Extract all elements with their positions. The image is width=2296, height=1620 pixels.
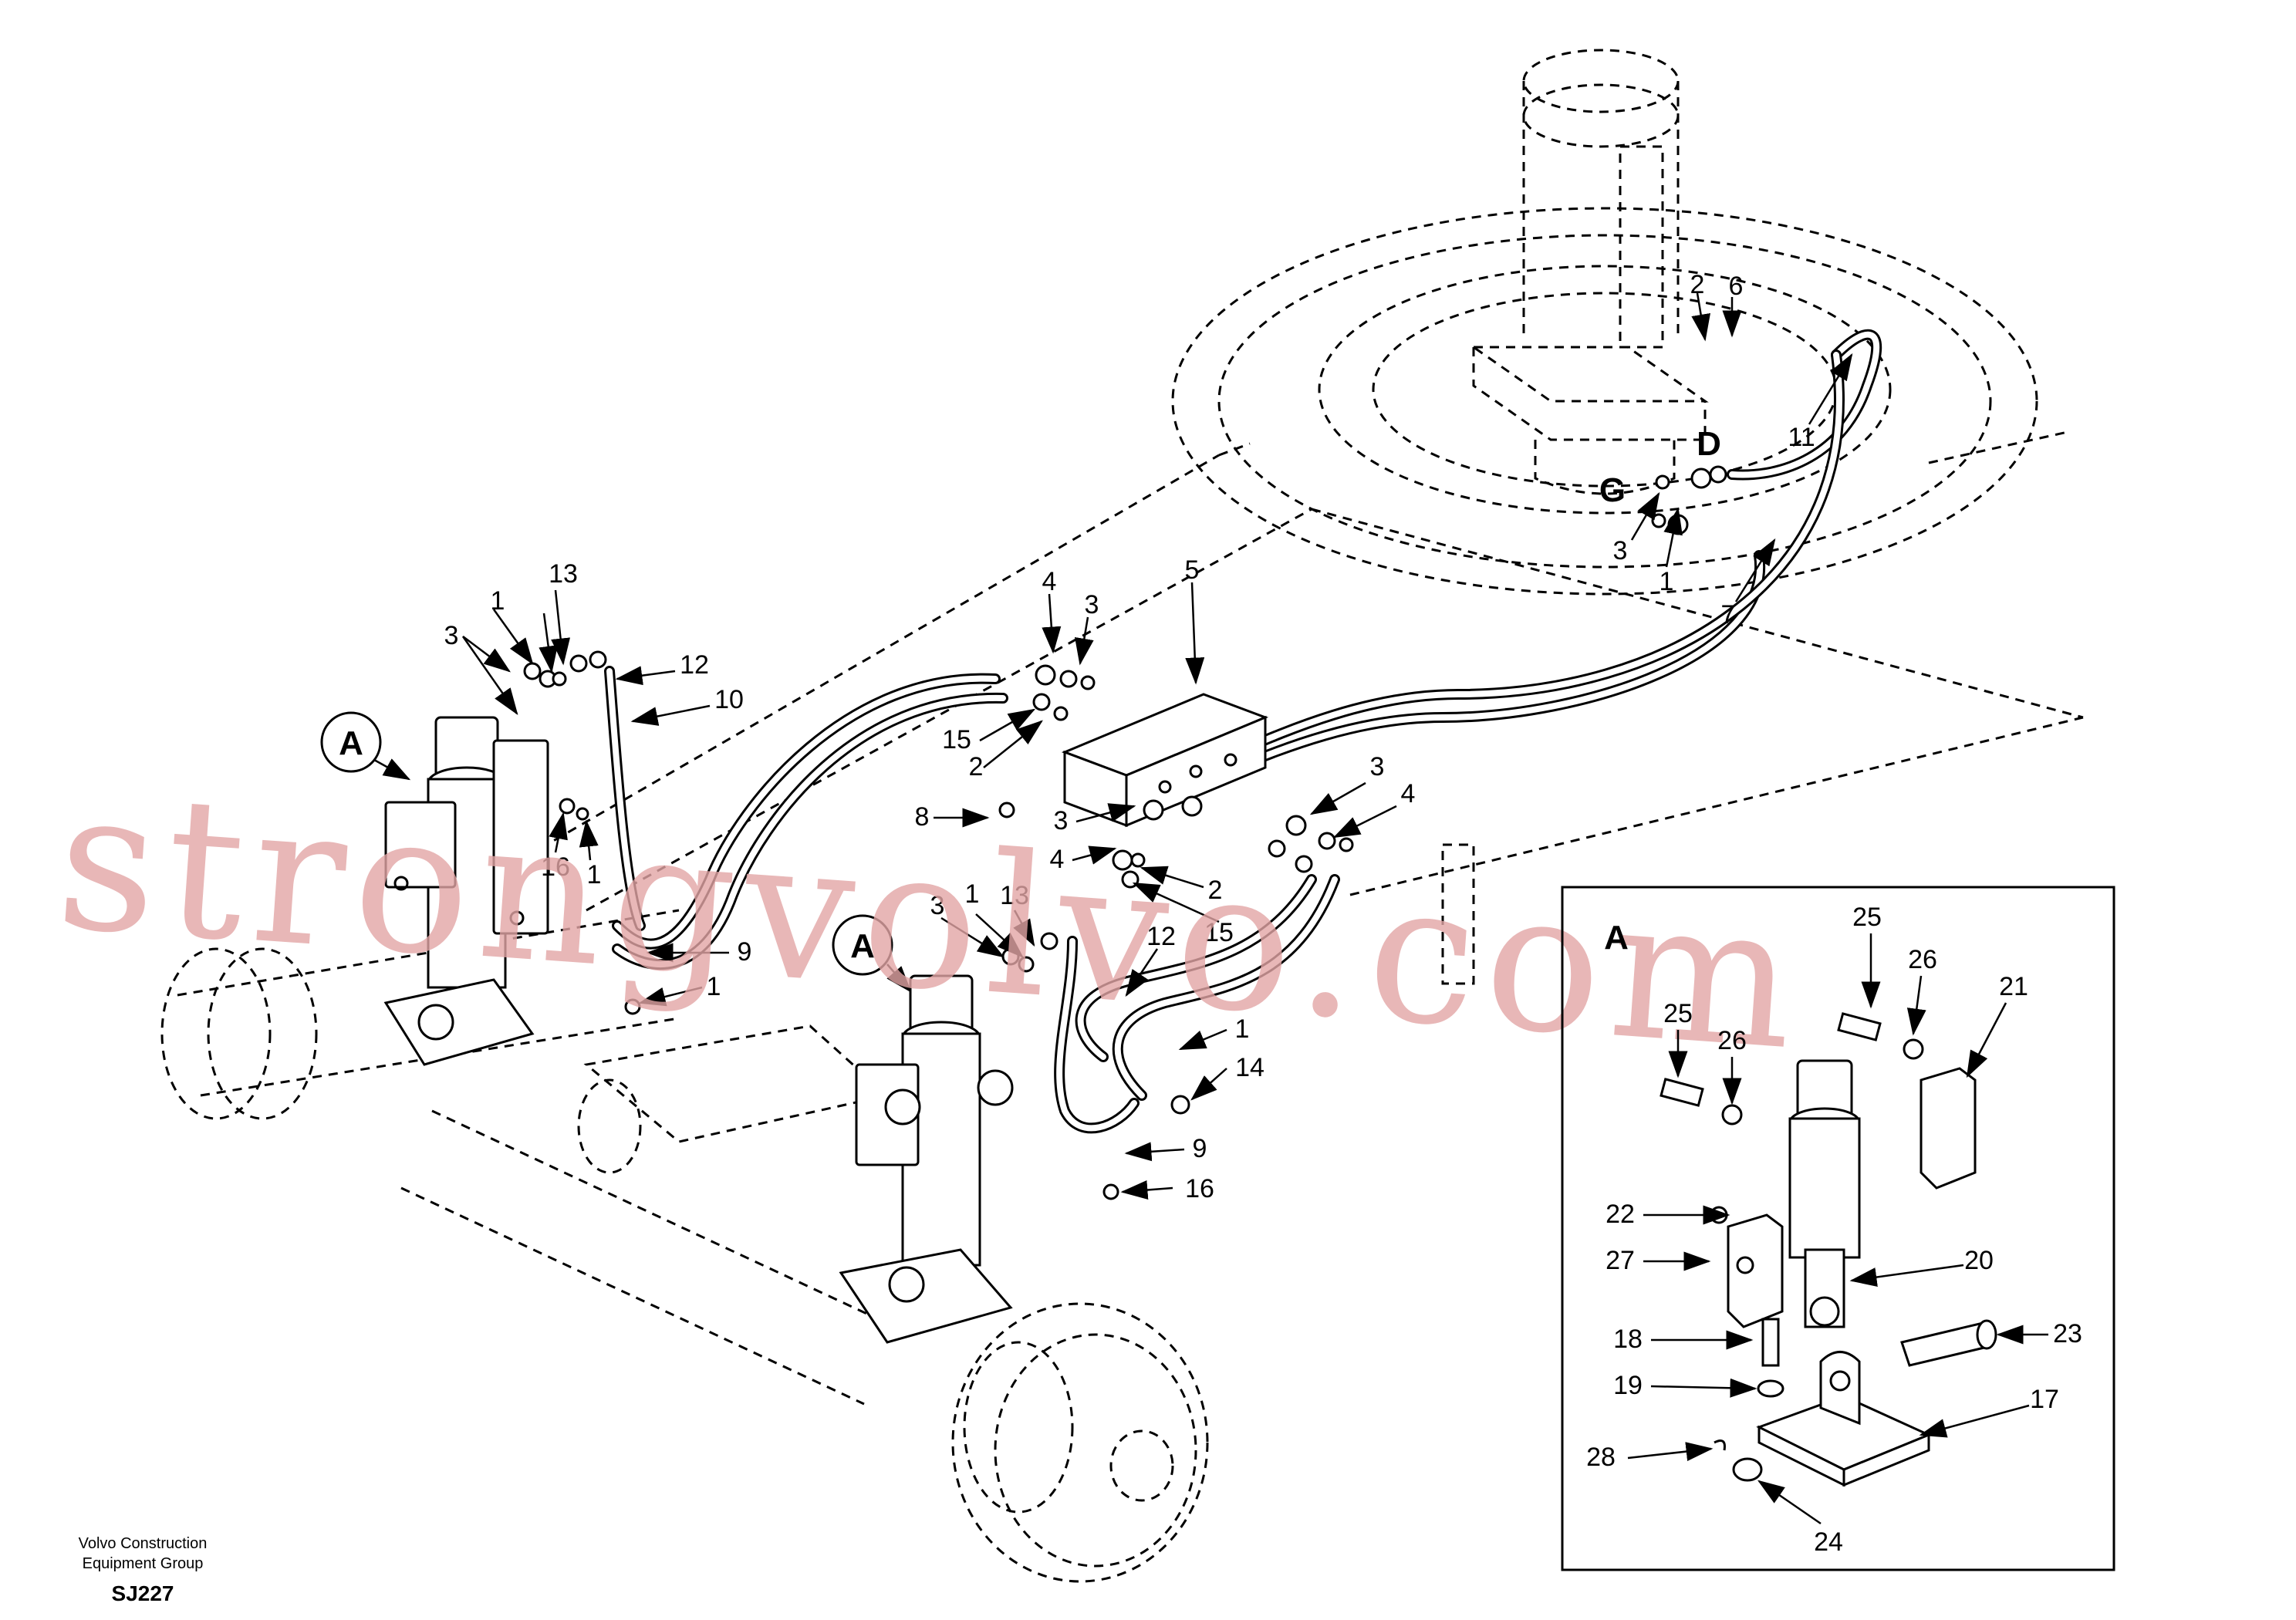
callout-13: 13 (549, 559, 578, 589)
rotary-joint (1470, 49, 1709, 495)
callout-13: 13 (1000, 881, 1029, 910)
svg-text:A: A (850, 927, 875, 965)
callout-26: 26 (1908, 945, 1937, 974)
callout-17: 17 (2030, 1385, 2059, 1414)
callout-3: 3 (930, 891, 945, 920)
port-label-d: D (1697, 425, 1721, 463)
callout-1: 1 (965, 879, 980, 909)
callout-3: 3 (1370, 752, 1385, 781)
callout-3: 3 (1054, 806, 1069, 835)
callout-19: 19 (1613, 1371, 1643, 1400)
callout-23: 23 (2053, 1319, 2082, 1348)
callout-15: 15 (1204, 918, 1234, 947)
callout-3: 3 (444, 621, 459, 650)
distribution-block (1061, 693, 1269, 828)
company-line-2: Equipment Group (83, 1555, 204, 1572)
callout-18: 18 (1613, 1325, 1643, 1354)
callout-28: 28 (1586, 1443, 1616, 1472)
callout-1: 1 (707, 972, 721, 1001)
callout-3: 3 (1613, 536, 1628, 565)
callout-10: 10 (714, 685, 744, 714)
callout-1: 1 (1235, 1014, 1250, 1044)
callout-22: 22 (1606, 1200, 1635, 1229)
callout-7: 7 (1721, 600, 1736, 629)
steering-cylinder-left (383, 716, 549, 1066)
footer: Volvo Construction Equipment Group SJ227 (79, 1535, 208, 1605)
callout-16: 16 (1185, 1174, 1214, 1203)
callout-25: 25 (1852, 903, 1882, 932)
callout-9: 9 (738, 937, 752, 967)
callout-21: 21 (1999, 972, 2028, 1001)
callout-16: 16 (541, 852, 570, 882)
company-line-1: Volvo Construction (79, 1535, 208, 1552)
reference-code: SJ227 (112, 1581, 174, 1605)
callout-2: 2 (969, 752, 984, 781)
callout-25: 25 (1663, 999, 1693, 1028)
callout-4: 4 (1042, 567, 1057, 596)
detail-title: A (1604, 919, 1629, 957)
callout-9: 9 (1193, 1134, 1207, 1163)
callout-20: 20 (1964, 1246, 1994, 1275)
view-a-marker-left: A (320, 711, 411, 781)
callout-4: 4 (1050, 845, 1065, 874)
view-a-marker-center: A (832, 914, 912, 993)
leader-arrows (461, 292, 1853, 1200)
callout-3: 3 (1085, 590, 1099, 619)
callout-8: 8 (915, 802, 930, 832)
port-label-g: G (1599, 471, 1626, 509)
callout-24: 24 (1814, 1527, 1843, 1557)
callout-5: 5 (1185, 555, 1200, 585)
callout-12: 12 (680, 650, 709, 680)
callouts-main: 2 6 11 3 1 7 5 4 3 15 2 8 3 4 2 15 3 4 1… (444, 270, 1815, 1203)
hydraulic-hoses (604, 329, 1882, 1134)
front-axle (400, 1109, 1209, 1583)
callout-27: 27 (1606, 1246, 1635, 1275)
chassis-frame (539, 430, 2084, 985)
svg-text:A: A (339, 724, 363, 762)
callout-6: 6 (1729, 272, 1744, 301)
callout-26: 26 (1717, 1026, 1747, 1055)
detail-view-a: A (1561, 886, 2115, 1571)
callout-12: 12 (1146, 922, 1176, 951)
callout-14: 14 (1235, 1053, 1264, 1082)
callout-1: 1 (1660, 567, 1674, 596)
callout-2: 2 (1690, 270, 1705, 299)
callout-1: 1 (587, 860, 602, 889)
callout-11: 11 (1788, 423, 1815, 452)
swing-ring (1171, 207, 2038, 596)
callout-15: 15 (942, 725, 971, 754)
callout-4: 4 (1401, 779, 1416, 808)
callout-2: 2 (1208, 876, 1223, 905)
steering-cylinder-center (839, 974, 1014, 1344)
callout-1: 1 (491, 586, 505, 616)
fittings (523, 465, 1727, 1200)
